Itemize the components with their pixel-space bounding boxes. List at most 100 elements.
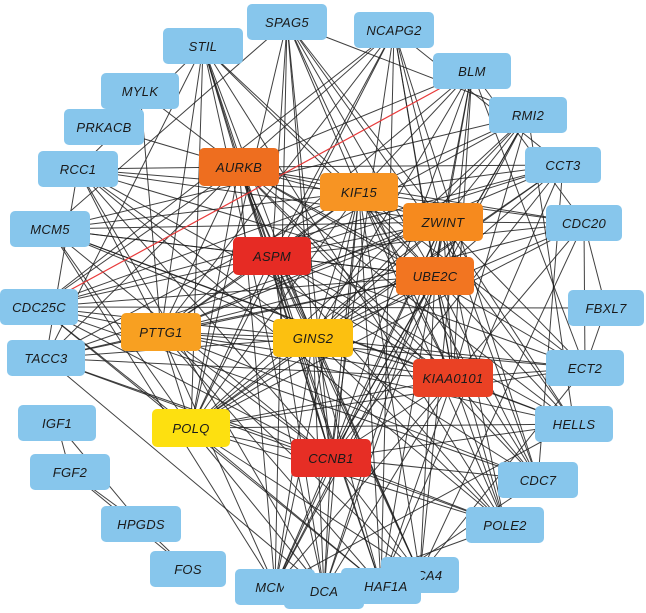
edge-RMI2-MCM5 (49, 114, 529, 230)
edge-KIF15-POLE2 (358, 191, 506, 526)
edge-NCAPG2-CCT3 (393, 29, 564, 166)
node-CCT3[interactable]: CCT3 (525, 147, 601, 183)
edge-GINS2-CCNB1 (312, 337, 332, 459)
edge-SPAG5-MCM2 (274, 21, 288, 588)
edge-POLQ-MCM5 (49, 228, 192, 429)
node-FGF2[interactable]: FGF2 (30, 454, 110, 490)
edge-ASPM-CHAF1A (271, 255, 382, 587)
edge-ASPM-POLE2 (271, 255, 506, 526)
edge-BLM-ARCA4 (419, 70, 473, 576)
node-GINS2[interactable]: GINS2 (273, 319, 353, 357)
edge-PTTG1-RCC1 (77, 168, 162, 333)
edge-KIAA0101-POLE2 (452, 377, 506, 526)
edge-KIF15-GINS2 (312, 191, 360, 339)
edge-KIF15-CDC25C (38, 191, 360, 308)
node-KIF15[interactable]: KIF15 (320, 173, 398, 211)
edge-ZWINT-RCC1 (77, 168, 444, 223)
edge-GINS2-RCC1 (77, 168, 314, 339)
edge-PTTG1-ECT2 (160, 331, 586, 369)
edge-CCNB1-CDC25C (38, 306, 332, 459)
edge-CDC20-ARCA4 (419, 222, 585, 576)
edge-AURKB-HELLS (238, 166, 575, 425)
edge-PTTG1-STIL (160, 45, 204, 333)
node-RMI2[interactable]: RMI2 (489, 97, 567, 133)
edge-RCC1-TACC3 (45, 168, 79, 359)
edge-CCNB1-DCA (323, 457, 332, 592)
node-POLE2[interactable]: POLE2 (466, 507, 544, 543)
edge-ASPM-ECT2 (271, 255, 586, 369)
node-CDC25C[interactable]: CDC25C (0, 289, 78, 325)
node-TACC3[interactable]: TACC3 (7, 340, 85, 376)
edge-KIAA0101-CHAF1A (380, 377, 454, 587)
node-POLQ[interactable]: POLQ (152, 409, 230, 447)
edge-ZWINT-HELLS (442, 221, 575, 425)
node-PRKACB[interactable]: PRKACB (64, 109, 144, 145)
node-HELLS[interactable]: HELLS (535, 406, 613, 442)
node-IGF1[interactable]: IGF1 (18, 405, 96, 441)
edge-KIAA0101-DCA (323, 377, 454, 592)
node-DCA[interactable]: DCA (284, 573, 364, 609)
edge-CCNB1-RCC1 (77, 168, 332, 459)
edge-ZWINT-SPAG5 (286, 21, 444, 223)
node-ASPM[interactable]: ASPM (233, 237, 311, 275)
edge-ASPM-CCNB1 (271, 255, 332, 459)
edge-UBE2C-TACC3 (45, 275, 436, 359)
node-HPGDS[interactable]: HPGDS (101, 506, 181, 542)
node-NCAPG2[interactable]: NCAPG2 (354, 12, 434, 48)
edge-POLQ-RMI2 (190, 114, 529, 429)
edge-ASPM-DCA (271, 255, 325, 592)
node-RCC1[interactable]: RCC1 (38, 151, 118, 187)
edge-KIAA0101-POLQ (190, 377, 454, 429)
node-CCNB1[interactable]: CCNB1 (291, 439, 371, 477)
edge-ASPM-POLQ (190, 255, 273, 429)
edge-POLQ-NCAPG2 (190, 29, 395, 429)
node-ZWINT[interactable]: ZWINT (403, 203, 483, 241)
node-AURKB[interactable]: AURKB (199, 148, 279, 186)
edge-PTTG1-CDC20 (160, 222, 585, 333)
edge-AURKB-NCAPG2 (238, 29, 395, 168)
edge-ZWINT-ECT2 (442, 221, 586, 369)
edge-UBE2C-BLM (434, 70, 473, 277)
edge-PTTG1-MCM2 (160, 331, 276, 588)
node-CDC7[interactable]: CDC7 (498, 462, 578, 498)
node-STIL[interactable]: STIL (163, 28, 243, 64)
edge-GINS2-MCM5 (49, 228, 314, 339)
edge-CCNB1-NCAPG2 (330, 29, 395, 459)
edge-ASPM-NCAPG2 (271, 29, 395, 257)
edge-UBE2C-CDC25C (38, 275, 436, 308)
node-FBXL7[interactable]: FBXL7 (568, 290, 644, 326)
edge-RMI2-MCM2 (274, 114, 529, 588)
node-SPAG5[interactable]: SPAG5 (247, 4, 327, 40)
node-PTTG1[interactable]: PTTG1 (121, 313, 201, 351)
edge-POLQ-STIL (190, 45, 204, 429)
node-KIAA0101[interactable]: KIAA0101 (413, 359, 493, 397)
edge-highlight-BLM-CDC25C (38, 70, 473, 308)
node-CDC20[interactable]: CDC20 (546, 205, 622, 241)
edge-AURKB-CDC25C (38, 166, 240, 308)
edge-KIAA0101-RMI2 (452, 114, 529, 379)
edge-PTTG1-CCNB1 (160, 331, 332, 459)
edge-AURKB-CCT3 (238, 164, 564, 168)
edge-SPAG5-MCM5 (49, 21, 288, 230)
node-ECT2[interactable]: ECT2 (546, 350, 624, 386)
edge-POLQ-DCA (190, 427, 325, 592)
edge-GINS2-SPAG5 (286, 21, 314, 339)
edge-SPAG5-RMI2 (286, 21, 529, 116)
edge-GINS2-CDC7 (312, 337, 539, 481)
edge-ASPM-SPAG5 (271, 21, 288, 257)
edge-UBE2C-DCA (323, 275, 436, 592)
edge-ZWINT-NCAPG2 (393, 29, 444, 223)
edge-POLQ-CCT3 (190, 164, 564, 429)
node-MCM5[interactable]: MCM5 (10, 211, 90, 247)
edge-FBXL7-CDC25C (38, 306, 607, 309)
node-FOS[interactable]: FOS (150, 551, 226, 587)
node-UBE2C[interactable]: UBE2C (396, 257, 474, 295)
edge-POLQ-SPAG5 (190, 21, 288, 429)
node-BLM[interactable]: BLM (433, 53, 511, 89)
node-MYLK[interactable]: MYLK (101, 73, 179, 109)
edge-KIF15-DCA (323, 191, 360, 592)
edge-TACC3-POLE2 (45, 357, 506, 526)
edge-KIF15-BLM (358, 70, 473, 193)
edge-CCNB1-ARCA4 (330, 457, 421, 576)
